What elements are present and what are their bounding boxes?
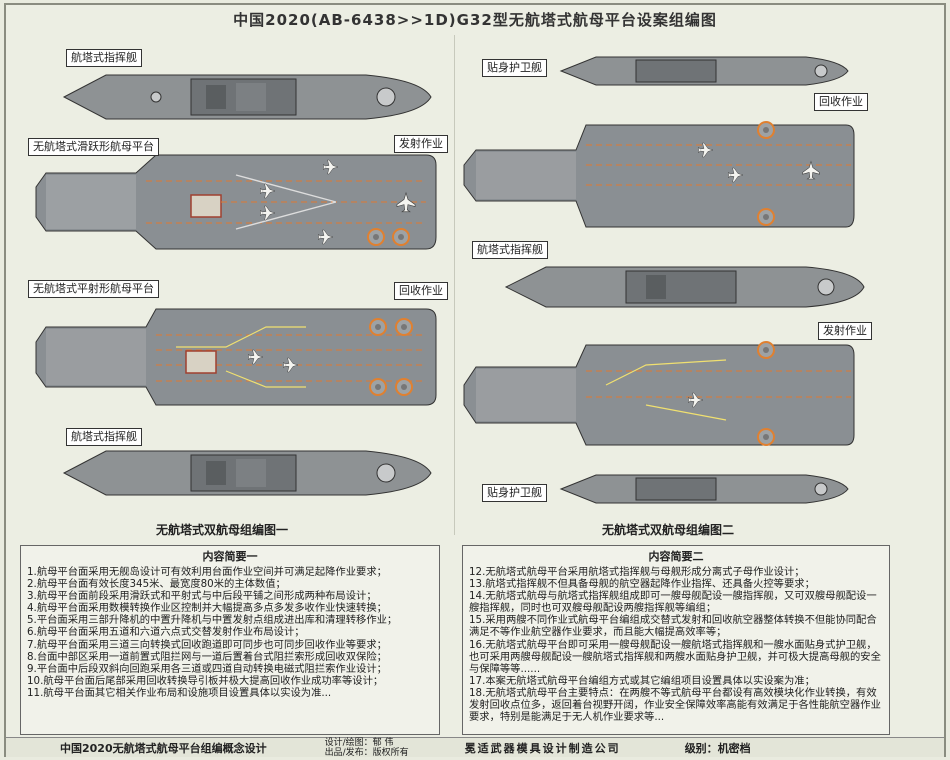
summary-one-item: 8.台面中部区采用一道前置式阻拦网与一道后置着台式阻拦索形成回收双保险； <box>27 650 387 663</box>
label-right-bottom-escort: 贴身护卫舰 <box>482 484 547 502</box>
caption-left: 无航塔式双航母组编图一 <box>156 523 289 537</box>
rights-text: 版权所有 <box>372 747 409 758</box>
summary-one-item: 3.航母平台面前段采用滑跃式和平射式与中后段平铺之间形成两种布局设计； <box>27 590 377 603</box>
right-command-ship <box>504 266 865 308</box>
label-left-bottom-command-ship: 航塔式指挥舰 <box>66 428 142 446</box>
summary-two-item: 16.无航塔式航母平台即可采用一艘母舰配设一艘航塔式指挥舰和一艘水面贴身式护卫舰… <box>469 638 881 675</box>
fleet-diagram <box>35 56 865 504</box>
label-right-recovery-op: 回收作业 <box>814 93 868 111</box>
summary-box-two: 内容简要二 12.无航塔式航母平台采用航塔式指挥舰与母舰形成分离式子母作业设计；… <box>462 545 890 735</box>
level-label: 级别： <box>684 741 718 755</box>
summary-two-item: 12.无航塔式航母平台采用航塔式指挥舰与母舰形成分离式子母作业设计； <box>469 566 805 578</box>
summary-two-item: 18.无航塔式航母平台主要特点：在两艘不等式航母平台都设有高效模块化作业转换，有… <box>469 686 881 724</box>
left-flat-deck-carrier <box>35 308 437 406</box>
summary-one-item: 10.航母平台面后尾部采用回收转换导引板并极大提高回收作业成功率等设计； <box>27 674 384 687</box>
summary-two-heading: 内容简要二 <box>648 550 704 563</box>
level-value: 机密档 <box>717 741 751 755</box>
summary-one-heading: 内容简要一 <box>202 550 258 563</box>
summary-one-item: 2.航母平台面有效长度345米、最宽度80米的主体数值； <box>27 578 286 591</box>
summary-two-item: 15.采用两艘不同作业式航母平台编组成交替式发射和回收航空器整体转换不但能协同配… <box>469 614 877 639</box>
left-top-command-ship <box>62 74 432 120</box>
publisher-label: 出品/发布： <box>324 747 373 758</box>
right-bottom-escort-ship <box>559 474 849 504</box>
summary-one-item: 4.航母平台面采用数模转换作业区控制并大幅提高多点多发多收作业快速转换； <box>27 602 387 615</box>
label-flat-platform: 无航塔式平射形航母平台 <box>28 280 159 298</box>
label-right-top-escort: 贴身护卫舰 <box>482 59 547 77</box>
summary-one-item: 11.航母平台面其它相关作业布局和设施项目设置具体以实设为准... <box>27 686 332 699</box>
right-ski-jump-carrier <box>463 121 855 228</box>
caption-right: 无航塔式双航母组编图二 <box>602 523 735 537</box>
summary-two-item: 13.航塔式指挥舰不但具备母舰的航空器起降作业指挥、还具备火控等要求； <box>469 578 815 591</box>
left-ski-jump-carrier <box>35 154 437 250</box>
right-top-escort-ship <box>559 56 849 86</box>
footer-credits: 设计/绘图：郁 伟 出品/发布：版权所有 <box>325 738 409 758</box>
summary-two-item: 14.无航塔式航母与航塔式指挥舰组成即可一艘母舰配设一艘指挥舰，又可双艘母舰配设… <box>469 590 877 615</box>
right-flat-deck-carrier <box>463 341 855 446</box>
label-left-top-command-ship: 航塔式指挥舰 <box>66 49 142 67</box>
panel-divider <box>454 35 455 535</box>
designer-name: 郁 伟 <box>372 737 394 748</box>
footer-company: 冕适武器模具设计制造公司 <box>464 741 621 755</box>
label-ski-platform: 无航塔式滑跃形航母平台 <box>28 138 159 156</box>
label-left-launch-op: 发射作业 <box>394 135 448 153</box>
left-bottom-command-ship <box>62 450 432 496</box>
summary-one-item: 6.航母平台面采用五道和六道六点式交替发射作业布局设计； <box>27 626 305 639</box>
summary-one-item: 1.航母平台面采用无舰岛设计可有效利用台面作业空间并可满足起降作业要求； <box>27 566 387 578</box>
page-title: 中国2020(AB-6438>>1D)G32型无航塔式航母平台设案组编图 <box>233 11 717 29</box>
label-right-launch-op: 发射作业 <box>818 322 872 340</box>
label-left-recovery-op: 回收作业 <box>394 282 448 300</box>
footer-level: 级别：机密档 <box>685 740 751 756</box>
summary-one-item: 9.平台面中后段双斜向回跑采用各三道或四道自动转换电磁式阻拦索作业设计； <box>27 662 387 675</box>
summary-box-one: 内容简要一 1.航母平台面采用无舰岛设计可有效利用台面作业空间并可满足起降作业要… <box>20 545 440 735</box>
label-right-command-ship: 航塔式指挥舰 <box>472 241 548 259</box>
summary-one-item: 7.航母平台面采用三道三向转换式回收跑道即可同步也可同步回收作业等要求； <box>27 638 387 651</box>
footer-bar: 中国2020无航塔式航母平台组编概念设计 设计/绘图：郁 伟 出品/发布：版权所… <box>6 737 944 758</box>
drawing-sheet: 中国2020(AB-6438>>1D)G32型无航塔式航母平台设案组编图 <box>4 3 946 758</box>
footer-left-text: 中国2020无航塔式航母平台组编概念设计 <box>60 741 267 755</box>
summary-two-item: 17.本案无航塔式航母平台编组方式或其它编组项目设置具体以实设案为准； <box>469 674 815 687</box>
summary-one-item: 5.平台面采用三部升降机的中置升降机与中置发射点组成进出库和清理转移作业； <box>27 614 398 627</box>
design-label: 设计/绘图： <box>324 737 373 748</box>
